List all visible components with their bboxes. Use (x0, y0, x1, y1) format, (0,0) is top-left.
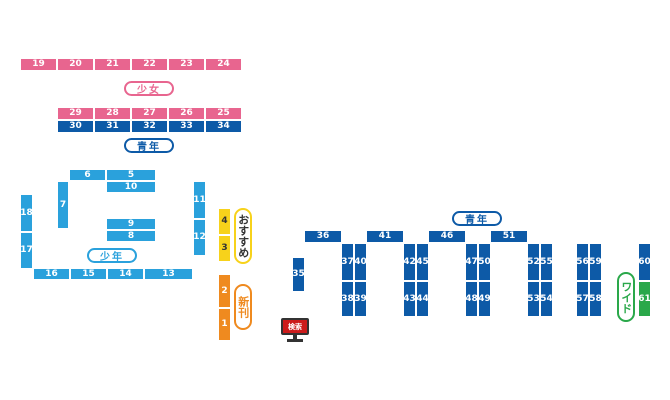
shelf-28[interactable]: 28 (94, 107, 131, 120)
shelf-13[interactable]: 13 (144, 268, 193, 280)
shelf-21[interactable]: 21 (94, 58, 131, 71)
shelf-34[interactable]: 34 (205, 120, 242, 133)
monitor-base-icon (287, 339, 303, 342)
shelf-33[interactable]: 33 (168, 120, 205, 133)
shelf-48[interactable]: 48 (465, 281, 478, 317)
section-label-shonen: 少年 (87, 248, 137, 263)
shelf-6[interactable]: 6 (69, 169, 106, 181)
shelf-31[interactable]: 31 (94, 120, 131, 133)
shelf-19[interactable]: 19 (20, 58, 57, 71)
monitor-stand-icon (293, 335, 297, 339)
shelf-24[interactable]: 24 (205, 58, 242, 71)
shelf-27[interactable]: 27 (131, 107, 168, 120)
shelf-11[interactable]: 11 (193, 181, 206, 219)
shelf-3[interactable]: 3 (218, 235, 231, 262)
shelf-29[interactable]: 29 (57, 107, 94, 120)
shelf-12[interactable]: 12 (193, 219, 206, 256)
shelf-59[interactable]: 59 (589, 243, 602, 281)
shelf-45[interactable]: 45 (416, 243, 429, 281)
shelf-50[interactable]: 50 (478, 243, 491, 281)
shelf-7[interactable]: 7 (57, 181, 69, 229)
shelf-8[interactable]: 8 (106, 230, 156, 242)
shelf-54[interactable]: 54 (540, 281, 553, 317)
shelf-1[interactable]: 1 (218, 308, 231, 341)
shelf-56[interactable]: 56 (576, 243, 589, 281)
shelf-25[interactable]: 25 (205, 107, 242, 120)
shelf-60[interactable]: 60 (638, 243, 651, 281)
shelf-20[interactable]: 20 (57, 58, 94, 71)
section-label-seinen: 青年 (124, 138, 174, 153)
shelf-4[interactable]: 4 (218, 208, 231, 235)
shelf-46[interactable]: 46 (428, 230, 466, 243)
shelf-40[interactable]: 40 (354, 243, 367, 281)
shelf-37[interactable]: 37 (341, 243, 354, 281)
shelf-51[interactable]: 51 (490, 230, 528, 243)
shelf-36[interactable]: 36 (304, 230, 342, 243)
shelf-18[interactable]: 18 (20, 194, 33, 232)
shelf-49[interactable]: 49 (478, 281, 491, 317)
search-screen: 検索 (281, 318, 309, 335)
shelf-5[interactable]: 5 (106, 169, 156, 181)
shelf-2[interactable]: 2 (218, 274, 231, 308)
shelf-41[interactable]: 41 (366, 230, 404, 243)
shelf-43[interactable]: 43 (403, 281, 416, 317)
section-label-osusume: おすすめ (234, 208, 252, 264)
shelf-53[interactable]: 53 (527, 281, 540, 317)
shelf-42[interactable]: 42 (403, 243, 416, 281)
section-label-shojo: 少女 (124, 81, 174, 96)
shelf-22[interactable]: 22 (131, 58, 168, 71)
shelf-61[interactable]: 61 (638, 281, 651, 317)
shelf-14[interactable]: 14 (107, 268, 144, 280)
shelf-47[interactable]: 47 (465, 243, 478, 281)
shelf-17[interactable]: 17 (20, 232, 33, 269)
shelf-30[interactable]: 30 (57, 120, 94, 133)
section-label-shinkan: 新刊 (234, 284, 252, 330)
shelf-57[interactable]: 57 (576, 281, 589, 317)
shelf-15[interactable]: 15 (70, 268, 107, 280)
section-label-seinen-right: 青年 (452, 211, 502, 226)
shelf-26[interactable]: 26 (168, 107, 205, 120)
shelf-52[interactable]: 52 (527, 243, 540, 281)
shelf-10[interactable]: 10 (106, 181, 156, 193)
section-label-wide: ワイド (617, 272, 635, 322)
shelf-58[interactable]: 58 (589, 281, 602, 317)
shelf-38[interactable]: 38 (341, 281, 354, 317)
shelf-39[interactable]: 39 (354, 281, 367, 317)
shelf-23[interactable]: 23 (168, 58, 205, 71)
shelf-32[interactable]: 32 (131, 120, 168, 133)
shelf-55[interactable]: 55 (540, 243, 553, 281)
search-terminal[interactable]: 検索 (281, 318, 309, 342)
shelf-16[interactable]: 16 (33, 268, 70, 280)
shelf-44[interactable]: 44 (416, 281, 429, 317)
shelf-9[interactable]: 9 (106, 218, 156, 230)
shelf-35[interactable]: 35 (292, 257, 305, 292)
